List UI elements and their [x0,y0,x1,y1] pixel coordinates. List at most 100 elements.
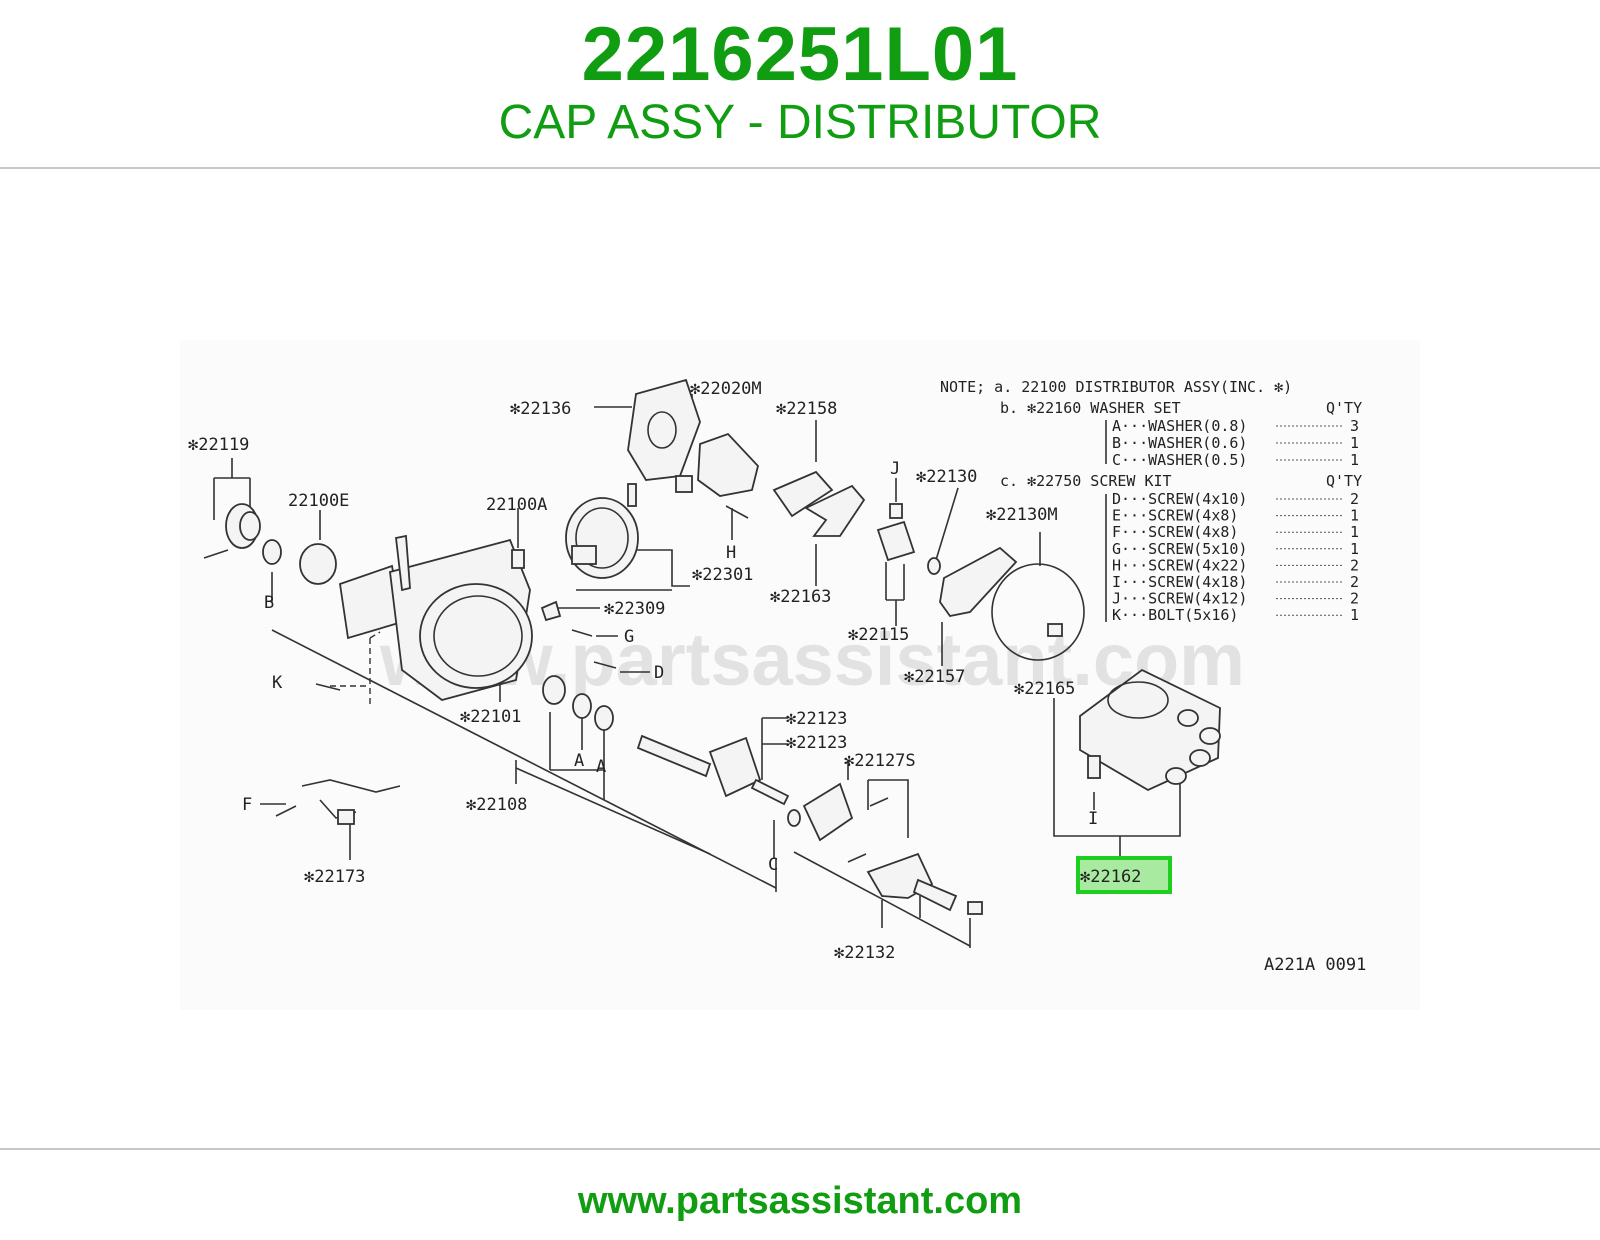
footer-url[interactable]: www.partsassistant.com [577,1180,1023,1222]
clip-22309 [540,600,562,622]
washer-row-qty: 1 [1350,434,1359,452]
springs-22127s [847,797,889,863]
diagram-parts [203,378,1221,915]
washer-b [262,539,282,565]
callout-c: C [768,855,778,875]
o-ring-22100e [299,543,337,585]
pickup-22020m [697,432,759,497]
callout-22100e: 22100E [288,491,349,511]
callout-22165: ✻22165 [1014,679,1075,699]
screw-row-qty: 2 [1350,490,1359,508]
screw-row-text: J···SCREW(4x12) [1112,590,1247,608]
washer-row-text: C···WASHER(0.5) [1112,451,1247,469]
screw-row-qty: 1 [1350,540,1359,558]
screw-row-qty: 1 [1350,523,1359,541]
screw-row-qty: 2 [1350,556,1359,574]
callout-22115: ✻22115 [848,625,909,645]
part-22130 [927,557,941,575]
figure-code: A221A 0091 [1264,955,1366,975]
distributor-cap-22162 [1079,668,1221,792]
callout-j: J [890,459,900,479]
callout-d: D [654,663,664,683]
washer-row-text: A···WASHER(0.8) [1112,417,1247,435]
diagram-svg: www.partsassistant.com [188,378,1366,975]
callout-22173: ✻22173 [304,867,365,887]
washer-c [787,809,801,827]
exploded-parts-diagram: www.partsassistant.com [180,340,1420,1010]
washer-a-2 [572,693,592,719]
screw-row-text: H···SCREW(4x22) [1112,556,1247,574]
screw-row-text: D···SCREW(4x10) [1112,490,1247,508]
screw-rows: D···SCREW(4x10)2E···SCREW(4x8)1F···SCREW… [1112,490,1359,624]
callout-a-2: A [596,757,606,777]
washer-row-qty: 1 [1350,451,1359,469]
washer-rows: A···WASHER(0.8)3B···WASHER(0.6)1C···WASH… [1112,417,1359,469]
leader-lines [213,394,1181,948]
washer-a-1 [542,675,566,705]
washer-row-qty: 3 [1350,417,1359,435]
screw-row-text: K···BOLT(5x16) [1112,606,1238,624]
note-line-a: NOTE; a. 22100 DISTRIBUTOR ASSY(INC. ✻) [940,378,1292,396]
callout-22130m: ✻22130M [986,505,1058,525]
highlighted-part-box[interactable] [1076,856,1172,894]
callout-22309: ✻22309 [604,599,665,619]
note-qty-header-c: Q'TY [1326,472,1362,490]
callout-22132: ✻22132 [834,943,895,963]
drive-gear [203,503,261,559]
callout-22108: ✻22108 [466,795,527,815]
callout-22301: ✻22301 [692,565,753,585]
screw-j [889,503,903,519]
shaft-22108 [636,734,790,806]
wire-harness-22173 [275,779,401,825]
screw-22100a [511,549,525,569]
note-line-c: c. ✻22750 SCREW KIT [1000,472,1172,490]
screw-row-qty: 1 [1350,606,1359,624]
screw-row-text: G···SCREW(5x10) [1112,540,1247,558]
part-name: CAP ASSY - DISTRIBUTOR [498,96,1102,149]
parts-note: NOTE; a. 22100 DISTRIBUTOR ASSY(INC. ✻) … [940,378,1362,624]
callout-b: B [264,593,274,613]
callout-k: K [272,673,283,693]
callout-22123-b: ✻22123 [786,733,847,753]
callout-22127s: ✻22127S [844,751,916,771]
governor-22123 [802,782,854,842]
clip-22163 [804,484,866,537]
screw-row-text: I···SCREW(4x18) [1112,573,1247,591]
washer-a-3 [594,705,614,731]
callout-22130: ✻22130 [916,467,977,487]
distributor-housing [339,534,533,701]
screw-row-text: E···SCREW(4x8) [1112,507,1238,525]
callout-h: H [726,543,736,563]
callout-22158: ✻22158 [776,399,837,419]
note-line-b: b. ✻22160 WASHER SET [1000,399,1181,417]
screw-row-qty: 1 [1350,507,1359,525]
callout-a-1: A [574,751,584,771]
screw-row-text: F···SCREW(4x8) [1112,523,1238,541]
screw-d [593,661,617,669]
callout-22100a: 22100A [486,495,547,515]
rotor-22157 [939,546,1018,617]
callout-22123-a: ✻22123 [786,709,847,729]
page-header: 2216251L01 CAP ASSY - DISTRIBUTOR [0,0,1600,168]
callout-22157: ✻22157 [904,667,965,687]
callout-f: F [242,795,252,815]
vacuum-controller [565,483,639,579]
screw-g [571,629,593,637]
highlighted-part-label[interactable]: ✻22162 [1080,867,1141,887]
callout-g: G [624,627,634,647]
rotor-22115 [876,520,916,562]
screw-row-qty: 2 [1350,573,1359,591]
callout-22163: ✻22163 [770,587,831,607]
washer-row-text: B···WASHER(0.6) [1112,434,1247,452]
header-divider [0,167,1600,169]
callout-22136: ✻22136 [510,399,571,419]
callout-22101: ✻22101 [460,707,521,727]
callout-22020m: ✻22020M [690,379,762,399]
ring-22130m [991,563,1085,661]
callout-22119: ✻22119 [188,435,249,455]
part-number: 2216251L01 [581,12,1019,97]
screw-row-qty: 2 [1350,590,1359,608]
note-qty-header-b: Q'TY [1326,399,1362,417]
footer-divider [0,1148,1600,1150]
bolt-k [315,683,341,691]
